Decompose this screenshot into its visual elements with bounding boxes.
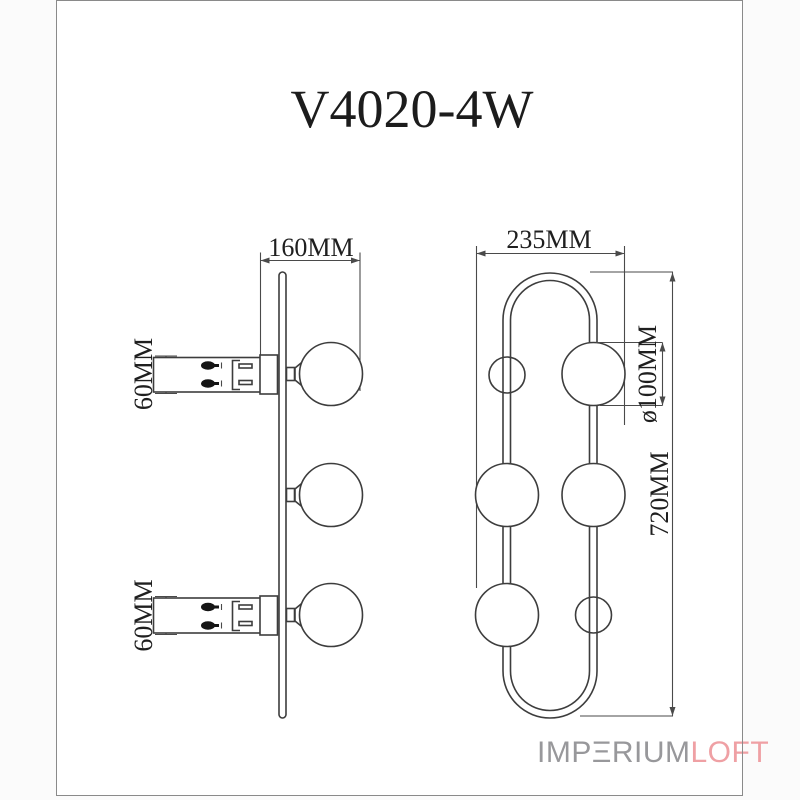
watermark-gray-part: IMPΞRIUM xyxy=(537,736,691,769)
front-bottom-left-globe xyxy=(474,582,540,648)
watermark-pink-part: LOFT xyxy=(690,736,770,769)
bottom-wall-bracket xyxy=(152,595,279,636)
front-bottom-right-connector-ball xyxy=(574,596,613,634)
product-model-title: V4020-4W xyxy=(291,79,534,139)
front-width-dimension: 235MM xyxy=(475,225,626,588)
side-bottom-lamp xyxy=(285,582,364,648)
front-middle-left-globe xyxy=(474,462,540,528)
top-wall-bracket xyxy=(152,354,279,395)
front-top-left-connector-ball xyxy=(488,356,526,394)
globe-diameter-dimension: ø100MM xyxy=(596,325,666,423)
front-width-label: 235MM xyxy=(506,225,591,254)
front-middle-right-globe xyxy=(561,462,626,528)
front-view-drawing: 235MM 720MM ø100MM xyxy=(474,225,676,719)
front-top-right-globe xyxy=(561,341,626,407)
side-middle-lamp xyxy=(285,462,364,528)
drawing-panel xyxy=(56,0,743,796)
back-plate xyxy=(278,271,287,719)
side-width-label: 160MM xyxy=(268,233,353,262)
globe-diameter-label: ø100MM xyxy=(633,325,662,423)
imperiumloft-watermark: IMPΞRIUMLOFT xyxy=(537,736,769,770)
front-height-label: 720MM xyxy=(645,451,674,536)
side-width-dimension: 160MM xyxy=(259,233,361,391)
side-top-lamp xyxy=(285,341,364,407)
side-view-drawing: 160MM 60MM 60MM xyxy=(129,233,364,719)
front-height-dimension: 720MM xyxy=(580,271,676,717)
